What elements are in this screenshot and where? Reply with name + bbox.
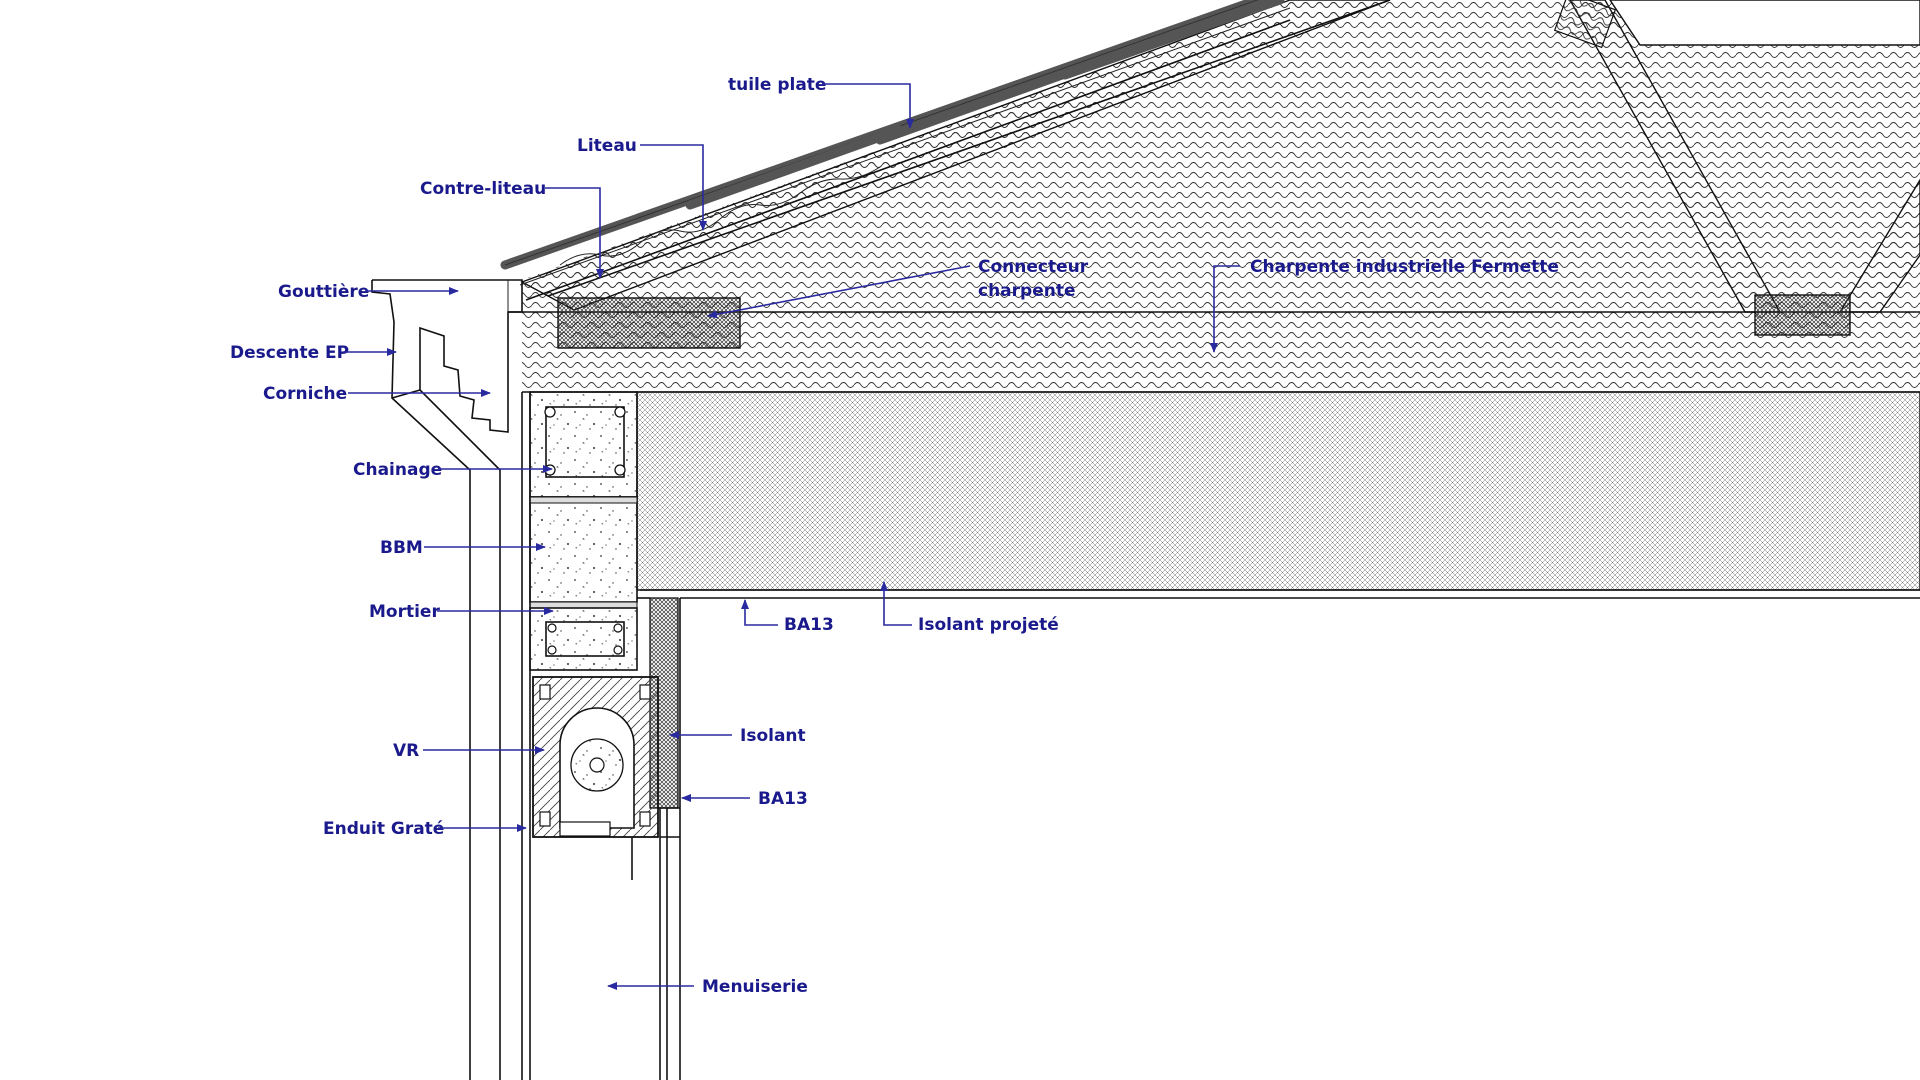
truss-webs: [1553, 0, 1920, 313]
ceiling-plasterboard: [640, 589, 1920, 1080]
leader-connecteur: [707, 265, 971, 319]
label-corniche: Corniche: [263, 384, 347, 404]
leader-liteau: [640, 144, 707, 231]
roller-shutter-box: [532, 676, 659, 838]
label-isolant-projete: Isolant projeté: [918, 615, 1059, 635]
label-enduit-grate: Enduit Graté: [323, 819, 444, 839]
connector-plate: [557, 297, 741, 349]
leader-charpente: [1210, 265, 1240, 353]
rafter: [520, 0, 1920, 312]
sprayed-insulation: [636, 391, 1920, 591]
leader-tuile-plate: [822, 83, 914, 129]
label-charpente: Charpente industrielle Fermette: [1250, 257, 1559, 277]
window-frame: [631, 807, 680, 1080]
label-mortier: Mortier: [369, 602, 440, 622]
connector-plate-right: [1754, 294, 1851, 336]
label-tuile-plate: tuile plate: [728, 75, 826, 95]
label-contre-liteau: Contre-liteau: [420, 179, 546, 199]
wall: [521, 391, 638, 1080]
label-connecteur-1: Connecteur: [978, 257, 1089, 277]
label-menuiserie: Menuiserie: [702, 977, 808, 997]
leader-ba13-ceiling: [741, 599, 778, 626]
annotations: tuile plate Liteau Contre-liteau Gouttiè…: [230, 75, 1559, 997]
label-isolant: Isolant: [740, 726, 806, 746]
leader-contre-liteau: [545, 187, 604, 279]
label-bbm: BBM: [380, 538, 423, 558]
gutter-cornice: [371, 279, 523, 1080]
label-gouttiere: Gouttière: [278, 282, 369, 302]
leader-isolant-projete: [880, 581, 912, 626]
label-ba13-wall: BA13: [758, 789, 808, 809]
label-ba13-ceiling: BA13: [784, 615, 834, 635]
label-connecteur-2: charpente: [978, 281, 1076, 301]
label-descente-ep: Descente EP: [230, 343, 349, 363]
label-vr: VR: [393, 741, 419, 761]
label-chainage: Chainage: [353, 460, 442, 480]
roof-tiles: [500, 0, 1291, 286]
label-liteau: Liteau: [577, 136, 637, 156]
